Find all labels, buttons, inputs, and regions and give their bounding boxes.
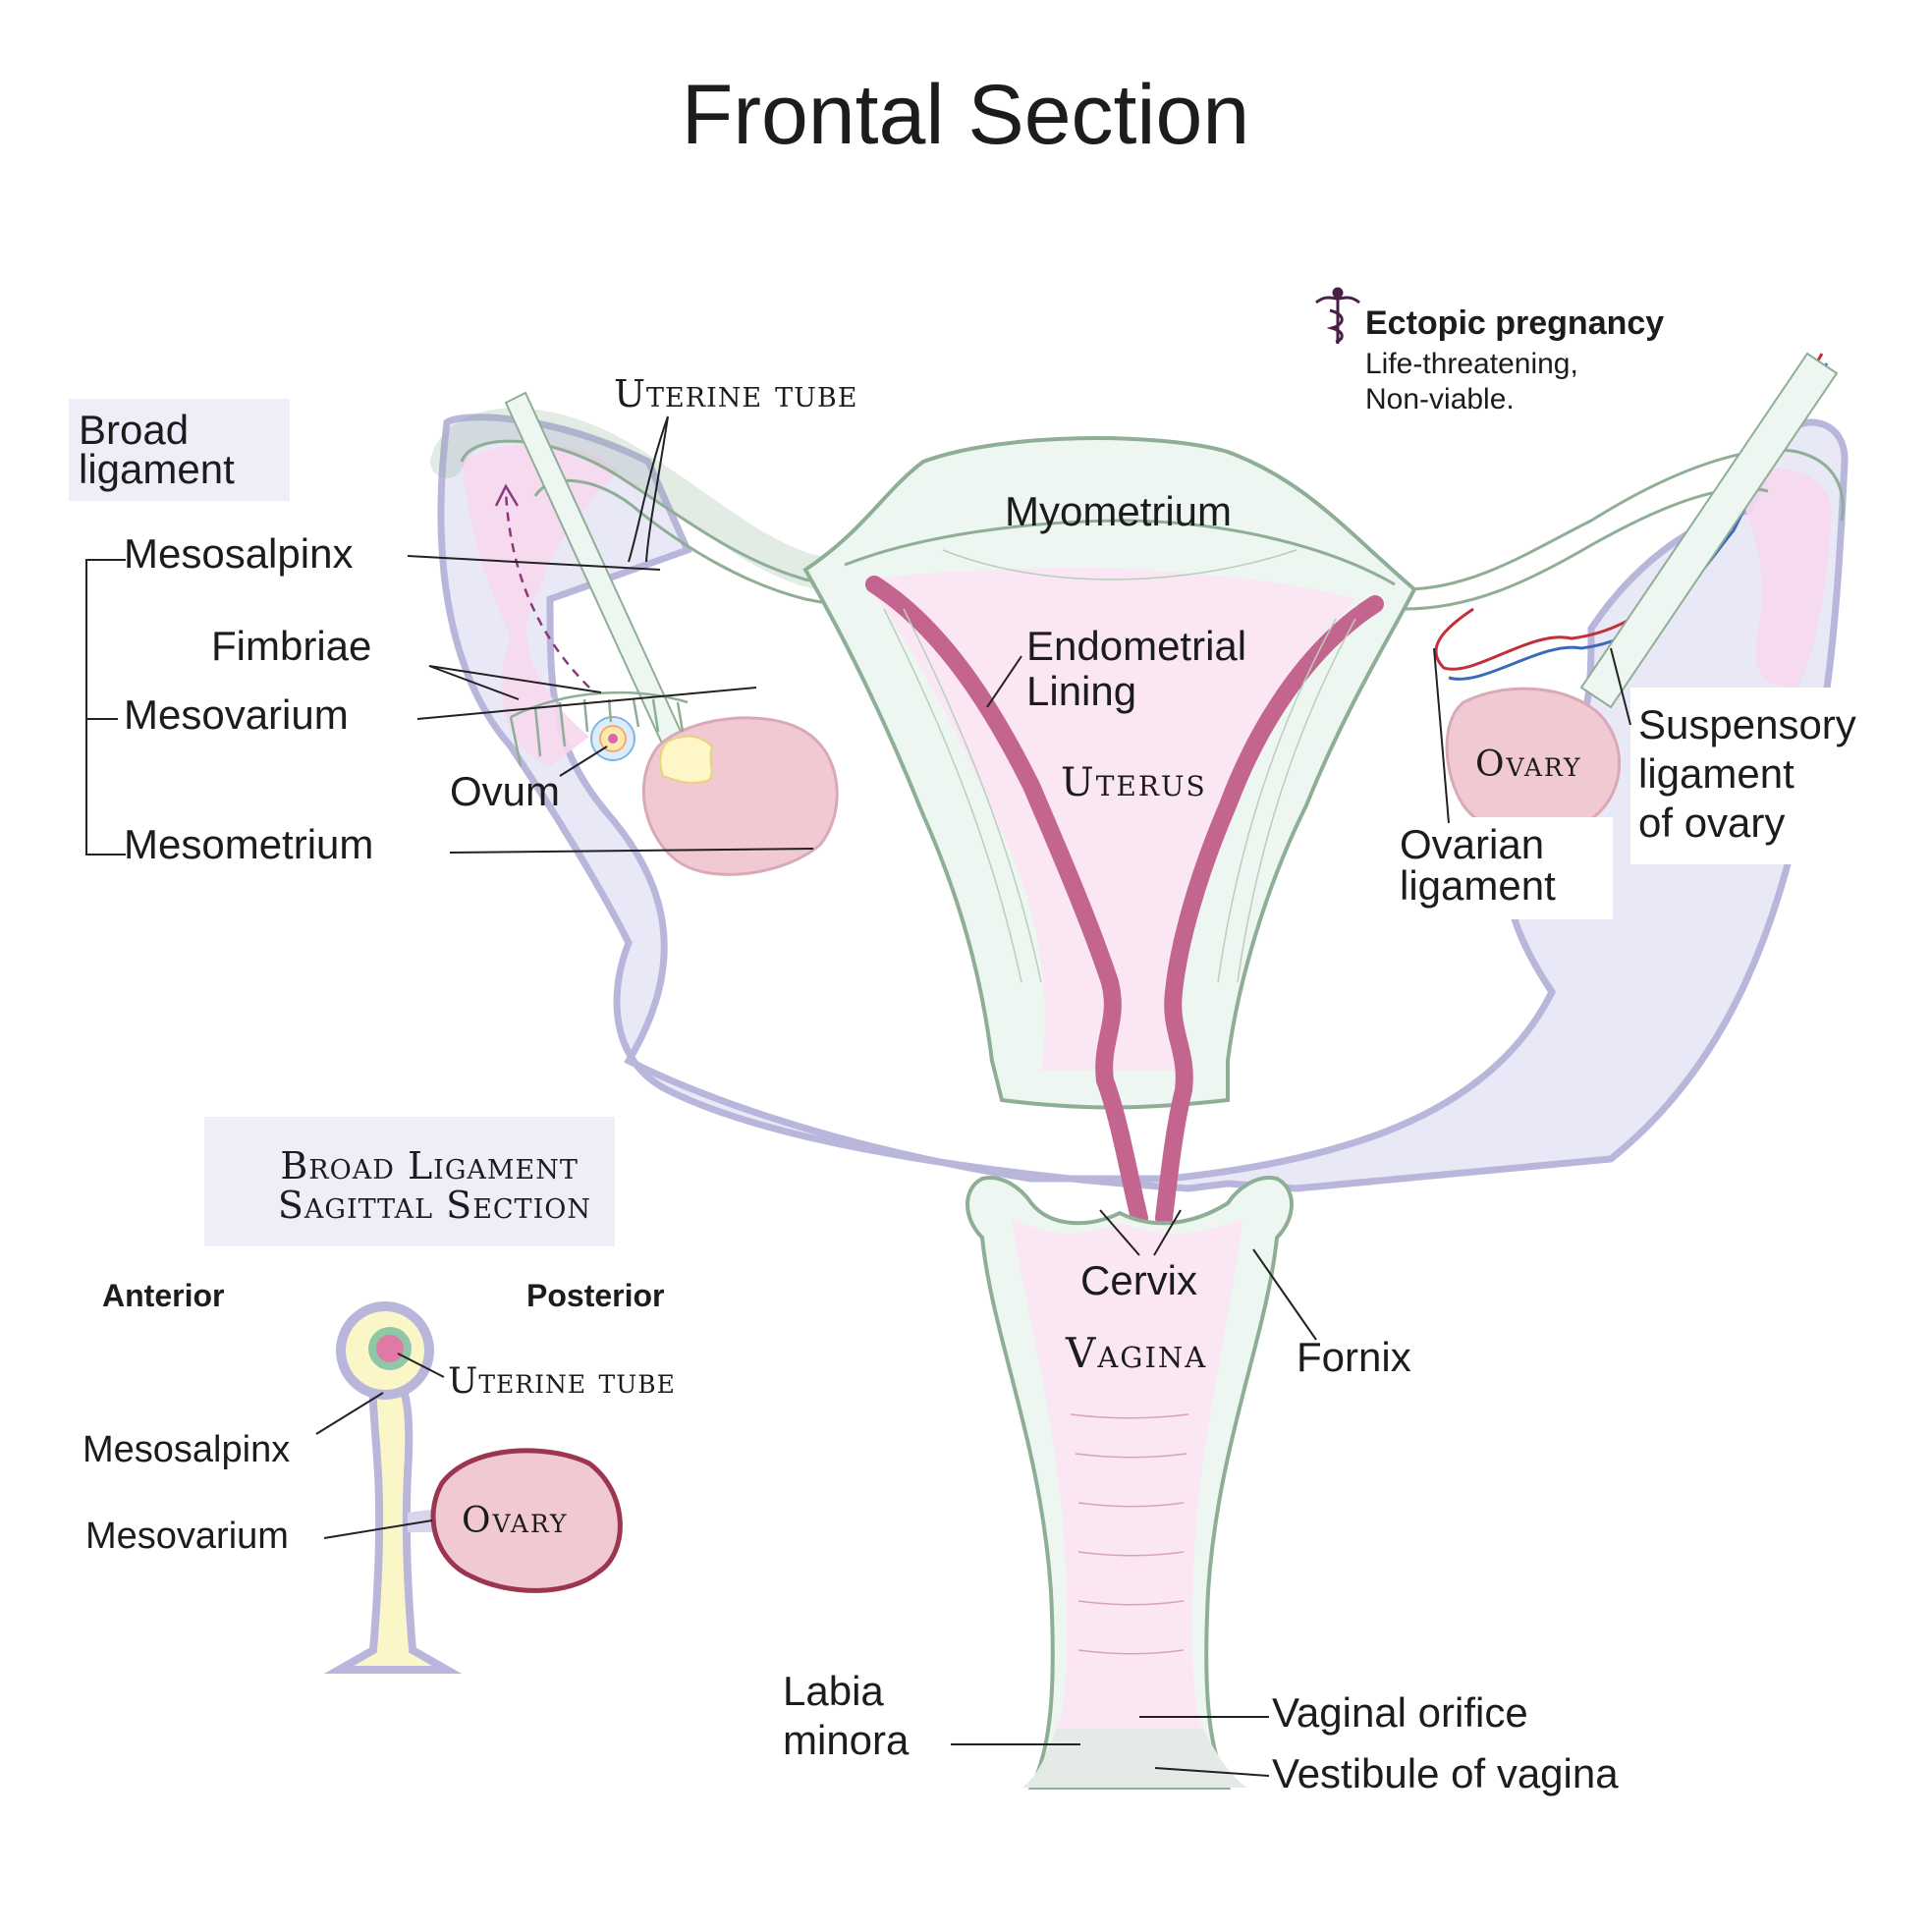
endometrium-right [1155,595,1384,1227]
suspensory-label-line2: ligament [1638,750,1794,797]
broad-ligament-label-line1: Broad [79,407,189,453]
inset-anterior-label: Anterior [102,1278,224,1313]
ectopic-heading: Ectopic pregnancy [1365,304,1664,342]
ectopic-line1: Life-threatening, [1365,348,1578,380]
ovum-migration-arrowhead [494,483,520,507]
svg-text:Endometrial Lining: Endometrial Lining [1026,623,1258,714]
suspensory-label-box [1630,688,1905,864]
inset-ovary-label: Ovary [462,1501,568,1541]
suspensory-label-line3: of ovary [1638,800,1785,846]
endometrium-left [865,576,1148,1227]
fimbriae-label: Fimbriae [211,623,371,669]
vestibule-label: Vestibule of vagina [1272,1750,1619,1796]
ovarian-ligament-leader [1433,647,1450,824]
fornix-leader [1252,1248,1317,1341]
cervix-label: Cervix [1080,1257,1197,1303]
ovarian-ligament-label-line2: ligament [1400,862,1556,909]
endometrial-label-line1: Endometrial [1026,623,1246,669]
inset-uterine-tube-leader [397,1352,445,1378]
inset-broad-ligament [323,1370,463,1674]
corpus-luteum [659,735,714,785]
inset-title-line1: Broad Ligament [280,1144,579,1187]
fornix-label: Fornix [1297,1334,1411,1380]
page-title: Frontal Section [682,68,1249,162]
vaginal-rugae [1070,1413,1189,1655]
right-uterine-tube-outline [1404,448,1845,591]
right-tube-ampulla [1729,468,1832,688]
mesovarium-leader [416,687,757,720]
suspensory-ligament-band [1579,352,1839,709]
uterus-label: Uterus [1061,760,1207,805]
broad-ligament-label-line2: ligament [79,446,235,492]
broad-ligament-label-box [69,399,290,501]
myometrium-label: Myometrium [1005,488,1232,534]
fimbriae-leader [428,665,602,700]
mesometrium-leader [449,848,814,854]
svg-text:Broad Ligament Sagittal Se: Broad Ligament Sagittal Section [278,1144,591,1227]
labia-label-line2: minora [783,1717,910,1763]
mesosalpinx-label: Mesosalpinx [124,530,353,577]
vaginal-orifice-label: Vaginal orifice [1272,1689,1528,1736]
svg-text:Broad ligament: Broad ligament [79,407,235,492]
svg-text:Labia minora: Labia minora [783,1668,910,1763]
inset-mesovarium-label: Mesovarium [85,1516,289,1557]
broad-ligament-bracket [85,559,126,856]
caduceus-icon [1315,287,1360,344]
mesometrium-label: Mesometrium [124,821,373,867]
right-ovary-label: Ovary [1475,745,1581,785]
inset-uterine-tube-label: Uterine tube [448,1361,676,1402]
ectopic-line2: Non-viable. [1365,383,1515,415]
uterine-tube-leader [628,415,669,563]
suspensory-label-line1: Suspensory [1638,701,1856,747]
svg-text:Ovarian ligament: Ovarian ligament [1400,821,1556,909]
vestibule-leader [1154,1767,1270,1777]
inset-mesosalpinx-label: Mesosalpinx [83,1429,290,1470]
left-tube-ampulla [462,443,619,766]
myometrium-band [844,519,1396,586]
ovum [590,716,635,761]
ovarian-ligament-label-box [1377,817,1613,919]
inset-mesovarium-leader [323,1519,433,1539]
cervix-leader [1099,1209,1182,1256]
vaginal-canal [1012,1218,1242,1729]
inset-mesosalpinx-leader [315,1392,384,1435]
inset-ovary [430,1448,623,1593]
mesosalpinx-leader [407,555,661,571]
ovum-migration-arrow [504,490,590,689]
suspensory-leader [1610,647,1631,726]
ovum-leader [559,745,608,777]
mesovarium-label: Mesovarium [124,691,349,738]
inset-posterior-label: Posterior [526,1278,664,1313]
inset-title-box [204,1117,615,1246]
vagina-label: Vagina [1065,1329,1207,1377]
uterine-striations [883,549,1356,983]
endometrial-leader [986,655,1022,708]
labia-label-line1: Labia [783,1668,884,1714]
ovum-label: Ovum [450,768,560,814]
uterine-tube-label: Uterine tube [614,372,857,415]
inset-uterine-tube-lumen [376,1335,404,1362]
inset-title-line2: Sagittal Section [278,1184,591,1227]
svg-text:Suspensory ligament of: Suspensory ligament of ovary [1638,701,1867,846]
endometrial-label-line2: Lining [1026,668,1136,714]
ovarian-ligament-label-line1: Ovarian [1400,821,1544,867]
